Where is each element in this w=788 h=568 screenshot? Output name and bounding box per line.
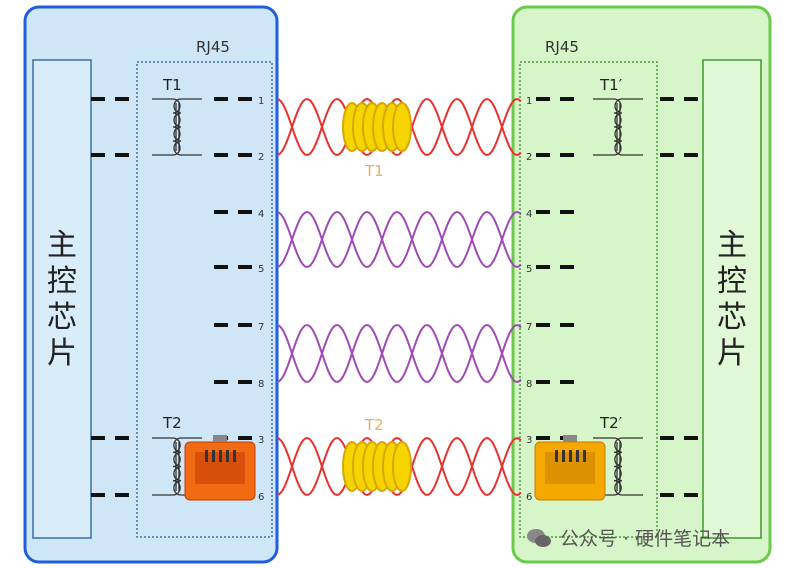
winding	[614, 437, 643, 496]
jack-latch	[563, 435, 577, 442]
jack-contact	[233, 450, 236, 462]
left-pin-label: 7	[258, 322, 264, 333]
common-mode-choke-coil-icon	[342, 102, 412, 152]
coil-turn	[392, 441, 412, 492]
wechat-icon	[527, 528, 551, 547]
left-pin-label: 2	[258, 152, 264, 163]
right-pin-label: 8	[526, 379, 532, 390]
right-pin-label: 3	[526, 435, 532, 446]
left-pin-label: 8	[258, 379, 264, 390]
right-t1-label: T1′	[599, 76, 623, 94]
left-main-chip	[32, 59, 92, 539]
right-rj45-label: RJ45	[545, 38, 579, 56]
jack-contact	[219, 450, 222, 462]
left-pin-label: 1	[258, 96, 264, 107]
left-rj45-label: RJ45	[196, 38, 230, 56]
jack-contact	[562, 450, 565, 462]
right-rj45-jack-icon	[534, 435, 606, 501]
jack-latch	[213, 435, 227, 442]
right-pin-label: 6	[526, 492, 532, 503]
winding	[173, 98, 202, 156]
jack-contact	[583, 450, 586, 462]
transformer-icon	[152, 98, 202, 156]
cable-t2-label: T2	[364, 416, 384, 434]
winding	[614, 98, 643, 156]
cable-t1-label: T1	[364, 162, 384, 180]
right-chip-label: 主控芯片	[717, 228, 747, 371]
transformer-icon	[593, 98, 643, 156]
right-pin-label: 2	[526, 152, 532, 163]
left-rj45-jack-icon	[184, 435, 256, 501]
watermark-text: 公众号 · 硬件笔记本	[560, 528, 731, 550]
jack-contact	[576, 450, 579, 462]
jack-contact	[569, 450, 572, 462]
transformer-icon	[152, 437, 202, 496]
left-chip-label: 主控芯片	[47, 228, 77, 371]
left-rj45-box	[136, 61, 273, 538]
right-pin-label: 7	[526, 322, 532, 333]
transformer-icon	[593, 437, 643, 496]
right-main-chip	[702, 59, 762, 539]
twisted-pair-wire	[276, 210, 522, 269]
jack-contact	[205, 450, 208, 462]
twisted-pair-wire	[276, 323, 522, 384]
common-mode-choke-coil-icon	[342, 441, 412, 492]
watermark: 公众号 · 硬件笔记本	[526, 524, 730, 551]
coil-turn	[392, 102, 412, 152]
twisted-pair-wire	[276, 210, 522, 269]
twisted-pair-wire	[276, 97, 522, 157]
left-t2-label: T2	[162, 414, 182, 432]
right-pin-label: 4	[526, 209, 532, 220]
right-t2-label: T2′	[599, 414, 623, 432]
winding	[173, 437, 202, 496]
twisted-pair-wire	[276, 323, 522, 384]
right-pin-label: 5	[526, 264, 532, 275]
twisted-pair-wire	[276, 436, 522, 497]
jack-contact	[555, 450, 558, 462]
jack-contact	[226, 450, 229, 462]
left-pin-label: 5	[258, 264, 264, 275]
right-pin-label: 1	[526, 96, 532, 107]
twisted-pair-wire	[276, 436, 522, 497]
jack-contact	[212, 450, 215, 462]
left-pin-label: 6	[258, 492, 264, 503]
left-pin-label: 4	[258, 209, 264, 220]
left-t1-label: T1	[162, 76, 182, 94]
left-pin-label: 3	[258, 435, 264, 446]
twisted-pair-wire	[276, 97, 522, 157]
right-rj45-box	[519, 61, 658, 538]
